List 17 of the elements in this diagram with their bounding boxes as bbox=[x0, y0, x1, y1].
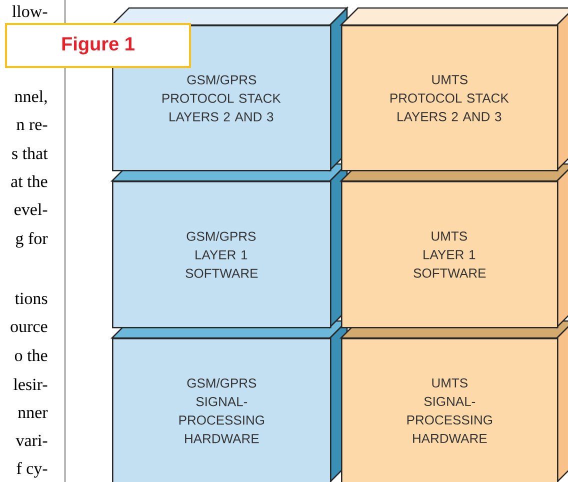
node-label: GSM/GPRS SIGNAL- PROCESSING HARDWARE bbox=[179, 378, 264, 444]
figure-title: Figure 1 bbox=[5, 23, 191, 68]
body-text: nner bbox=[18, 410, 48, 418]
body-text: tions bbox=[14, 292, 48, 304]
body-text: s that bbox=[12, 147, 48, 160]
body-text: ource bbox=[10, 324, 48, 332]
body-text: lesir- bbox=[14, 378, 48, 390]
body-text: llow- bbox=[12, 5, 48, 18]
body-text: o the bbox=[14, 349, 48, 362]
body-text: g for bbox=[16, 232, 48, 248]
body-text: at the bbox=[11, 175, 48, 188]
node-label: UMTS SIGNAL- PROCESSING HARDWARE bbox=[407, 378, 492, 443]
body-text: evel- bbox=[14, 203, 48, 216]
body-text: nnel, bbox=[14, 90, 47, 105]
body-text: vari- bbox=[16, 434, 48, 446]
body-text: f cy- bbox=[16, 462, 48, 478]
body-text: n re- bbox=[16, 122, 48, 130]
